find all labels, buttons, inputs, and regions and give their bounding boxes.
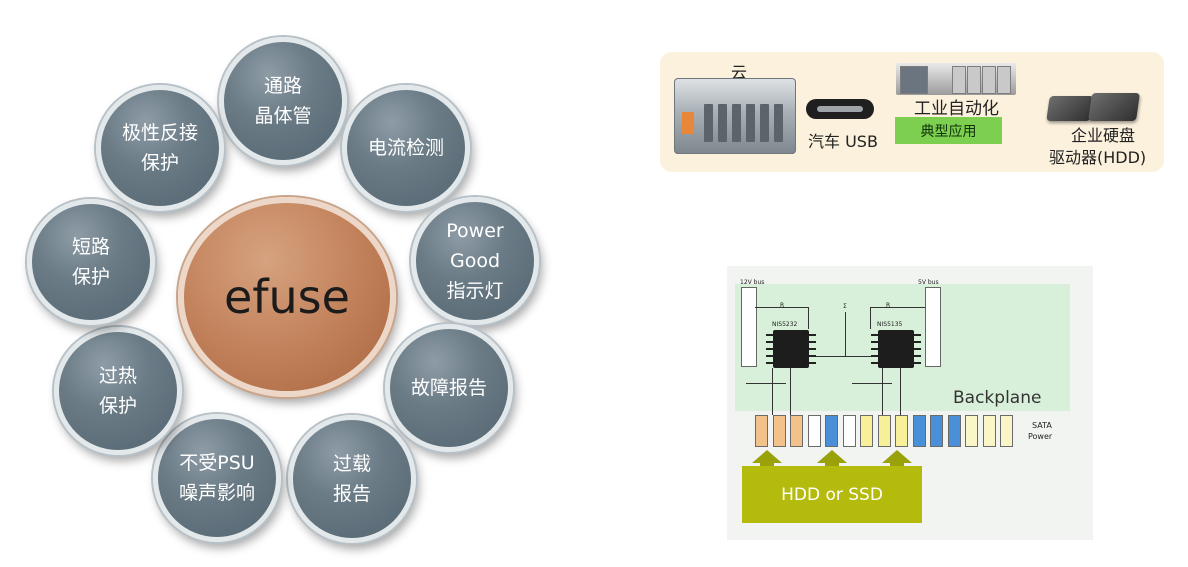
sata-pin: [930, 415, 943, 447]
hdd-label-line2: 驱动器(HDD): [1049, 148, 1147, 167]
feature-label: 不受PSU: [179, 452, 255, 474]
usb-c-port-icon: [806, 99, 874, 119]
backplane-title: Backplane: [953, 388, 1042, 408]
sata-label: SATA: [1032, 421, 1052, 430]
feature-label: 短路: [71, 236, 110, 258]
typical-applications-tag: 典型应用: [895, 117, 1002, 144]
hdd-or-ssd-box: HDD or SSD: [742, 466, 922, 523]
sata-pin: [895, 415, 908, 447]
feature-label: 过载: [332, 453, 371, 475]
drive-label: HDD or SSD: [781, 484, 883, 505]
sata-pin: [912, 415, 926, 447]
industrial-plc-image: [896, 63, 1016, 95]
hdd-label-line1: 企业硬盘: [1071, 126, 1136, 145]
feature-fault-report: 故障报告: [385, 324, 513, 452]
hdd-image: [1088, 93, 1140, 121]
sata-pin: [772, 415, 786, 447]
feature-psu-noise-immunity: 不受PSU 噪声影响: [153, 414, 281, 542]
12v-bus-bar: [741, 287, 757, 367]
sata-pin: [947, 415, 961, 447]
feature-thermal-protection: 过热 保护: [54, 327, 182, 455]
rlim-right-label: R: [886, 302, 891, 309]
5v-bus-label: 5V bus: [918, 279, 939, 286]
feature-label: 过热: [98, 365, 137, 387]
feature-pass-transistor: 通路 晶体管: [219, 37, 347, 165]
feature-label: Good: [449, 250, 501, 272]
rlim-left-label: R: [780, 302, 785, 309]
cloud-label: 云: [731, 63, 748, 82]
feature-label: 晶体管: [254, 105, 312, 127]
sata-pin: [877, 415, 891, 447]
power-arrow: [752, 450, 782, 463]
feature-label: 电流检测: [367, 137, 444, 159]
efuse-ic-right: [878, 330, 914, 368]
server-rack-image: [674, 78, 796, 154]
feature-reverse-polarity-protection: 极性反接 保护: [96, 85, 224, 211]
power-arrow: [882, 450, 912, 463]
sata-pin: [755, 415, 768, 447]
feature-label: 报告: [332, 483, 371, 505]
feature-power-good: Power Good 指示灯: [411, 197, 539, 325]
hdd-image: [1046, 96, 1094, 121]
power-arrow: [817, 450, 847, 463]
power-label: Power: [1028, 432, 1053, 441]
ic-right-label: NIS5135: [877, 321, 903, 328]
12v-bus-label: 12V bus: [740, 279, 765, 286]
sata-pin: [1000, 415, 1013, 447]
sata-pin: [982, 415, 996, 447]
feature-current-detection: 电流检测: [342, 85, 470, 211]
efuse-ic-left: [773, 330, 809, 368]
sata-pin: [807, 415, 821, 447]
feature-label: 噪声影响: [178, 482, 255, 504]
feature-label: Power: [446, 220, 504, 242]
feature-short-circuit-protection: 短路 保护: [27, 199, 155, 325]
feature-overload-report: 过载 报告: [288, 415, 416, 543]
sata-pin: [860, 415, 873, 447]
usb-label: 汽车 USB: [808, 132, 878, 151]
sata-pin: [842, 415, 856, 447]
5v-bus-bar: [925, 287, 941, 367]
sata-pin: [790, 415, 803, 447]
efuse-center-label: efuse: [224, 270, 350, 324]
industrial-label: 工业自动化: [914, 99, 999, 119]
feature-label: 通路: [263, 75, 302, 97]
feature-label: 保护: [140, 152, 179, 174]
sata-pin: [825, 415, 838, 447]
feature-label: 保护: [71, 266, 110, 288]
feature-label: 保护: [98, 395, 137, 417]
feature-label: 指示灯: [446, 280, 504, 302]
node-label: Σ: [843, 303, 847, 310]
efuse-center-node: efuse: [178, 197, 396, 397]
ic-left-label: NIS5232: [772, 321, 798, 328]
feature-label: 故障报告: [410, 377, 487, 399]
sata-pin: [965, 415, 978, 447]
feature-label: 极性反接: [121, 122, 198, 144]
